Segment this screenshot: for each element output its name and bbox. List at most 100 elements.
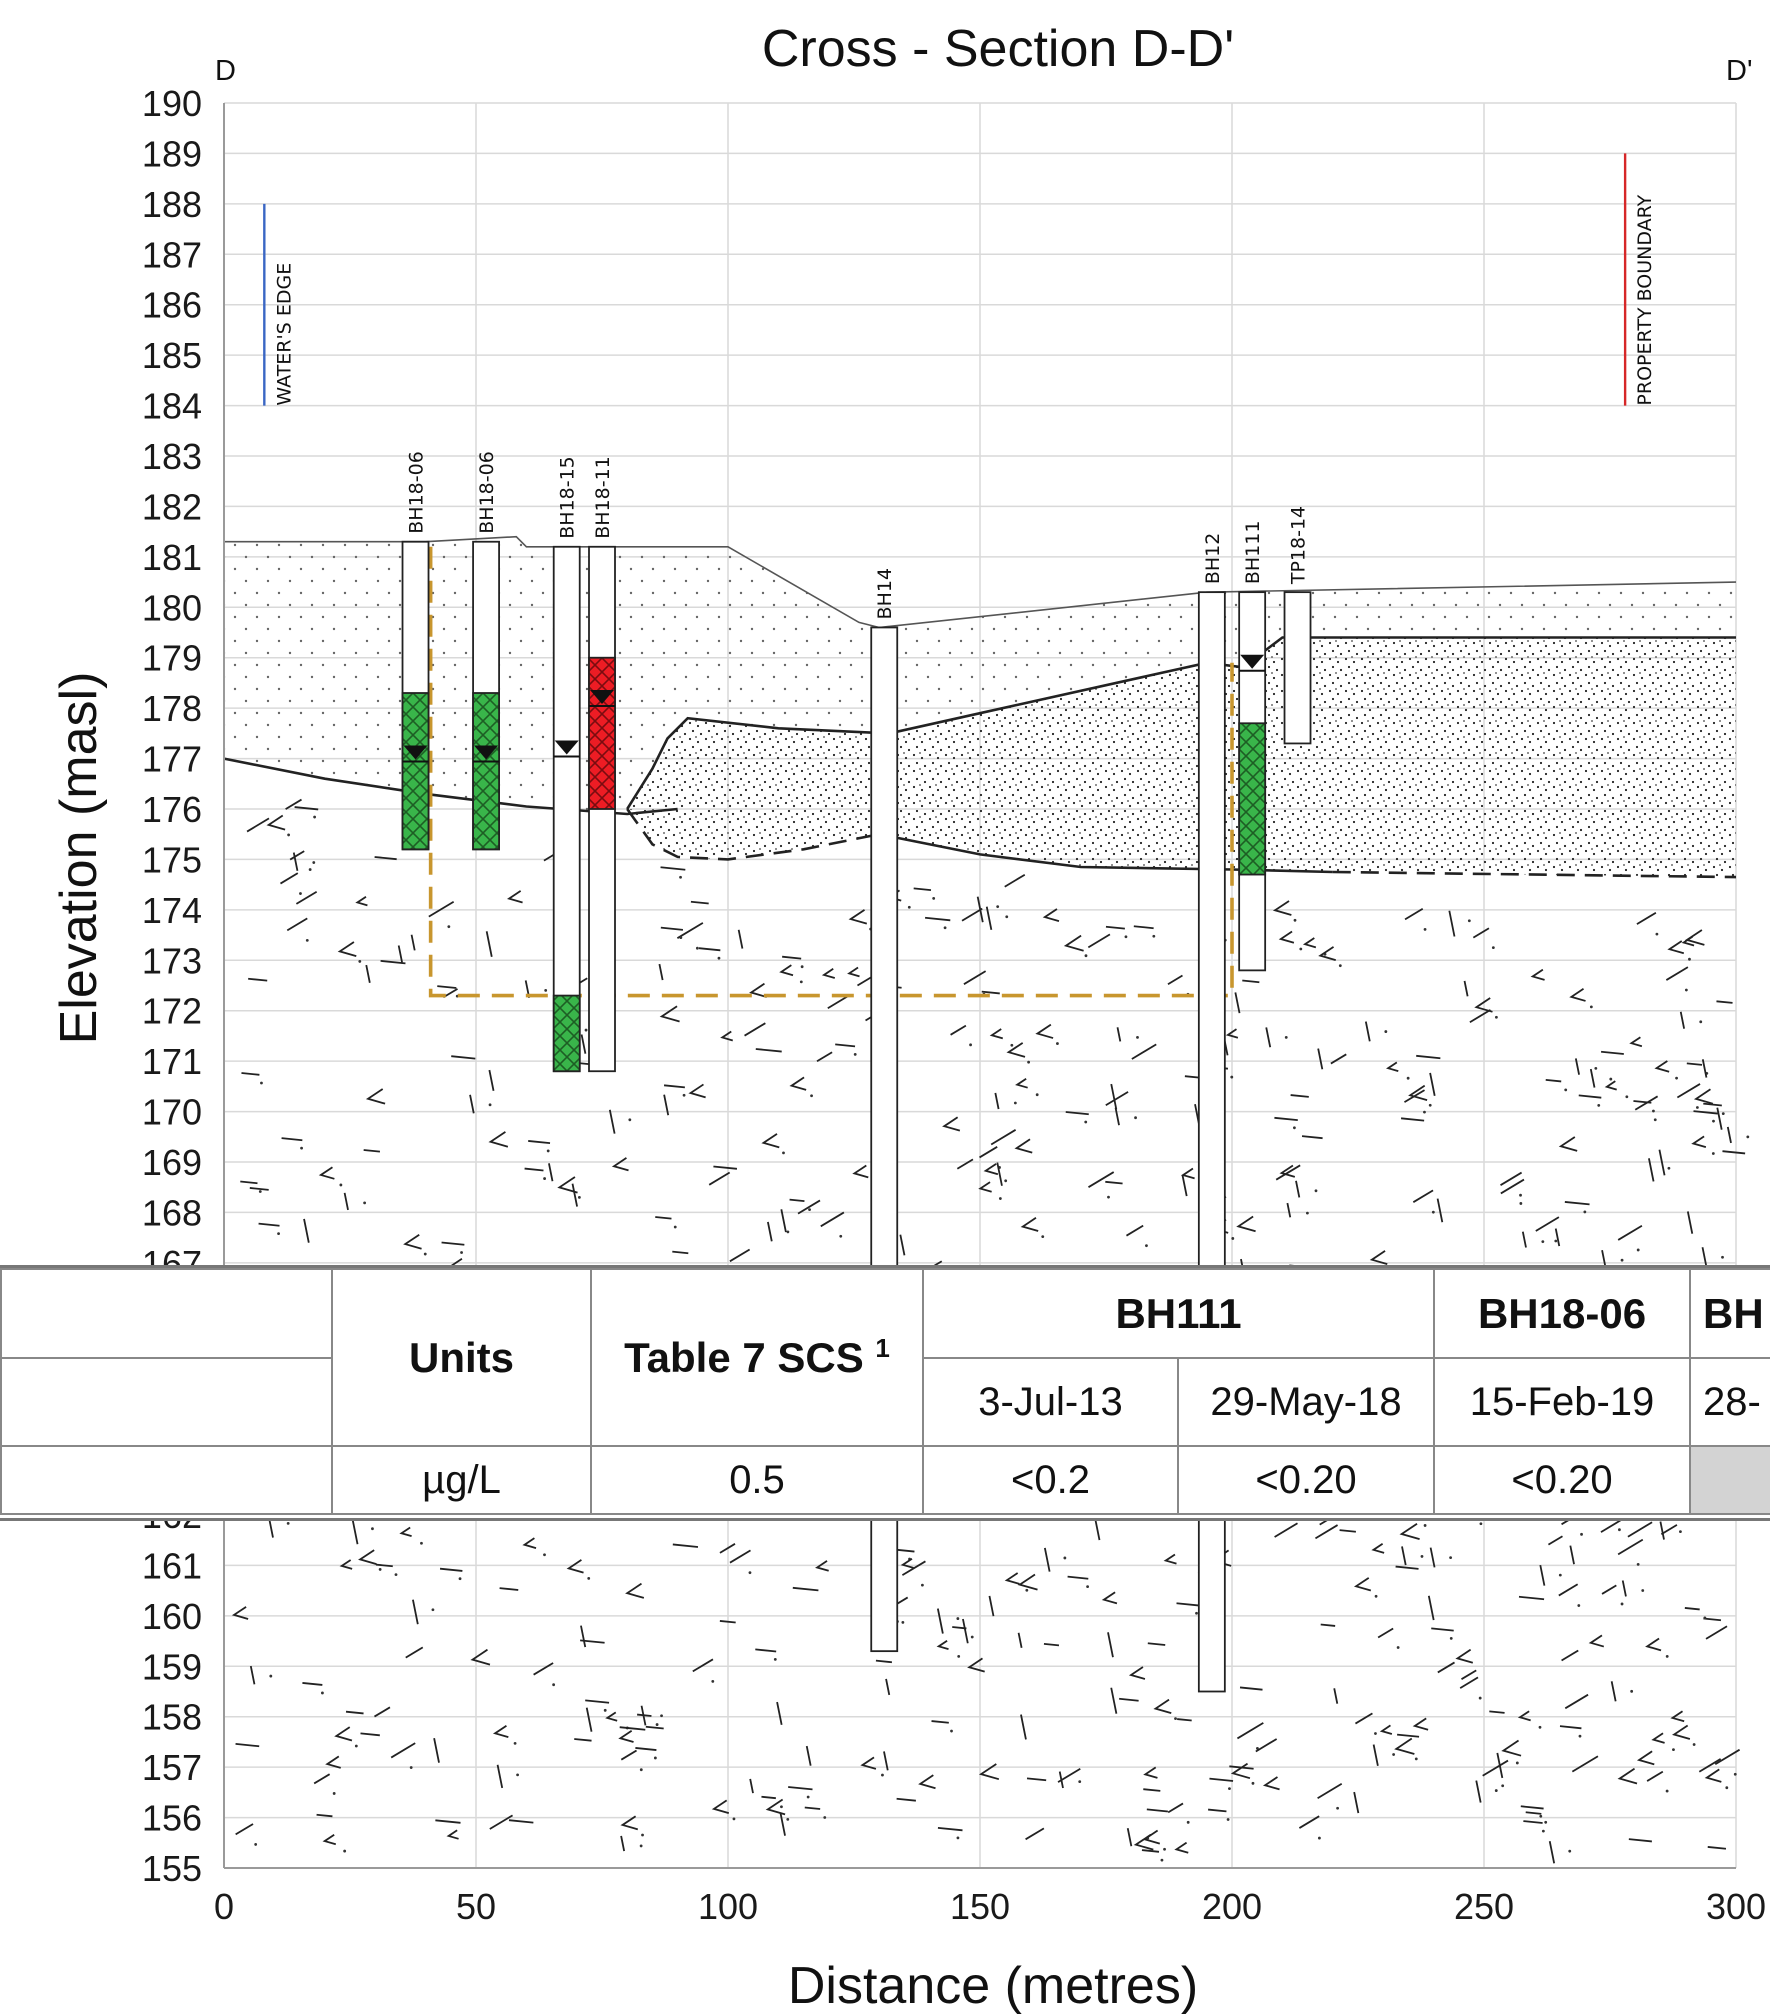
till-symbol bbox=[1431, 1627, 1454, 1632]
till-symbol bbox=[1437, 1661, 1455, 1674]
till-symbol bbox=[1128, 1666, 1146, 1680]
till-dot bbox=[1160, 1858, 1164, 1862]
till-symbol bbox=[566, 1559, 584, 1574]
till-dot bbox=[1711, 1152, 1715, 1155]
till-symbol bbox=[1146, 1808, 1168, 1813]
till-symbol bbox=[1279, 1164, 1296, 1178]
till-symbol bbox=[640, 1705, 647, 1726]
till-symbol bbox=[470, 1648, 491, 1666]
till-symbol bbox=[985, 906, 993, 930]
y-tick-label: 168 bbox=[142, 1192, 202, 1233]
till-symbol bbox=[1043, 1547, 1051, 1572]
till-dot bbox=[1392, 1753, 1396, 1756]
till-symbol bbox=[1704, 1768, 1722, 1783]
till-dot bbox=[810, 1094, 813, 1098]
till-dot bbox=[1384, 1030, 1388, 1033]
till-symbol bbox=[1559, 1725, 1582, 1730]
till-symbol bbox=[1569, 988, 1586, 1002]
till-symbol bbox=[246, 817, 270, 833]
result-cell: <0.20 bbox=[1176, 1445, 1436, 1515]
till-symbol bbox=[524, 1167, 544, 1172]
till-dot bbox=[258, 1190, 262, 1193]
till-symbol bbox=[1686, 1211, 1694, 1234]
till-dot bbox=[1299, 947, 1303, 951]
date-cell: 15-Feb-19 bbox=[1433, 1357, 1692, 1447]
till-dot bbox=[1251, 1781, 1255, 1785]
till-symbol bbox=[1517, 1710, 1531, 1722]
remediation-outline bbox=[428, 546, 1234, 998]
till-dot bbox=[682, 1093, 686, 1097]
till-symbol bbox=[580, 1034, 587, 1054]
till-dot bbox=[1423, 927, 1427, 931]
till-dot bbox=[1056, 1042, 1059, 1045]
till-symbol bbox=[1017, 1573, 1038, 1591]
till-symbol bbox=[765, 1798, 786, 1816]
till-symbol bbox=[1354, 1712, 1373, 1725]
till-symbol bbox=[660, 866, 686, 871]
till-symbol bbox=[266, 814, 286, 831]
till-dot bbox=[1491, 946, 1495, 950]
till-symbol bbox=[1651, 1732, 1665, 1744]
till-symbol bbox=[1180, 1167, 1195, 1180]
till-symbol bbox=[1230, 1762, 1251, 1780]
water-level-icon bbox=[1240, 654, 1265, 669]
till-symbol bbox=[737, 929, 744, 949]
till-dot bbox=[587, 1576, 591, 1580]
till-symbol bbox=[924, 916, 951, 922]
till-dot bbox=[343, 1849, 347, 1853]
till-dot bbox=[394, 1573, 398, 1577]
till-symbol bbox=[1395, 1565, 1419, 1570]
till-symbol bbox=[235, 1743, 260, 1748]
till-symbol bbox=[1684, 929, 1705, 946]
till-symbol bbox=[899, 1234, 906, 1256]
till-symbol bbox=[1394, 1737, 1415, 1755]
till-symbol bbox=[1554, 1228, 1561, 1247]
till-symbol bbox=[1461, 1669, 1477, 1680]
till-dot bbox=[655, 1723, 659, 1726]
till-symbol bbox=[249, 1665, 256, 1685]
analytical-results-table: Units Table 7 SCS 1 BH111 BH18-06 BH 3-J… bbox=[0, 1265, 1770, 1521]
till-symbol bbox=[1290, 1094, 1309, 1098]
till-symbol bbox=[1429, 1072, 1436, 1097]
till-symbol bbox=[318, 1166, 335, 1180]
till-dot bbox=[799, 980, 803, 984]
till-dot bbox=[363, 1201, 367, 1205]
till-symbol bbox=[1386, 1061, 1399, 1072]
till-symbol bbox=[1629, 1036, 1643, 1048]
till-symbol bbox=[619, 1726, 646, 1731]
till-symbol bbox=[289, 850, 305, 861]
till-dot bbox=[1597, 1104, 1601, 1107]
screen-interval bbox=[1238, 722, 1267, 876]
till-dot bbox=[488, 1103, 492, 1107]
till-dot bbox=[1136, 1035, 1139, 1039]
till-symbol bbox=[1262, 1776, 1280, 1791]
till-symbol bbox=[690, 900, 709, 905]
till-dot bbox=[1174, 1717, 1177, 1721]
till-symbol bbox=[767, 1221, 773, 1242]
till-dot bbox=[1107, 1195, 1110, 1199]
till-symbol bbox=[1353, 1577, 1372, 1592]
till-symbol bbox=[337, 941, 357, 957]
till-symbol bbox=[1416, 1054, 1441, 1060]
till-dot bbox=[956, 1836, 960, 1840]
till-symbol bbox=[749, 1778, 754, 1794]
till-symbol bbox=[962, 1618, 969, 1644]
water-level-icon bbox=[554, 740, 579, 755]
till-symbol bbox=[1548, 1841, 1556, 1864]
till-symbol bbox=[1500, 1178, 1525, 1195]
till-symbol bbox=[489, 1814, 514, 1830]
till-symbol bbox=[1646, 1770, 1664, 1782]
till-dot bbox=[901, 1620, 905, 1624]
till-symbol bbox=[580, 1625, 587, 1648]
till-dot bbox=[305, 938, 309, 942]
till-dot bbox=[1406, 1076, 1410, 1080]
axes: 1901891881871861851841831821811801791781… bbox=[142, 83, 1766, 1927]
till-dot bbox=[1231, 1237, 1235, 1240]
till-dot bbox=[1703, 1616, 1707, 1620]
till-symbol bbox=[1634, 1095, 1659, 1111]
till-symbol bbox=[1339, 1529, 1356, 1533]
till-dot bbox=[1568, 1849, 1572, 1853]
till-symbol bbox=[441, 1241, 465, 1246]
till-dot bbox=[378, 1568, 382, 1571]
